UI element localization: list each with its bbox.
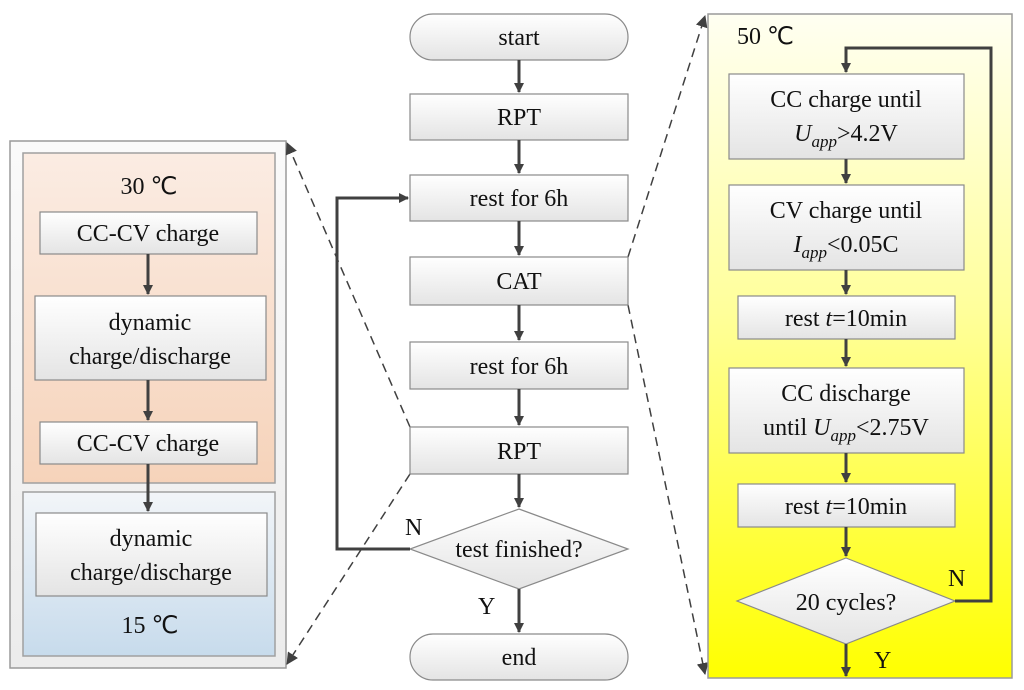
rpt-label-1: RPT — [497, 105, 541, 131]
rest-label-2: rest for 6h — [470, 354, 569, 380]
cycles-decision-label: 20 cycles? — [796, 590, 897, 616]
rpt-box-2 — [409, 426, 629, 475]
right-step-rest-2 — [737, 483, 956, 528]
sub-app-3: app — [830, 426, 856, 445]
var-i: I — [792, 232, 802, 258]
dashed-arrow-to-right-bottom — [627, 304, 709, 675]
left-temp-15c: 15 ℃ — [122, 613, 179, 639]
cycles-loop-arrow — [841, 46, 993, 603]
right-temp-50c: 50 ℃ — [737, 24, 794, 50]
right-step-cv-charge — [728, 184, 965, 271]
right-no-label: N — [948, 566, 965, 592]
sub-app-2: app — [801, 243, 827, 262]
rpt-label-2: RPT — [497, 439, 541, 465]
left-step-cccv-charge-1-label: CC-CV charge — [77, 221, 219, 247]
main-no-label: N — [405, 515, 422, 541]
left-panel: 30 ℃ CC-CV charge dynamic charge/dischar… — [9, 140, 287, 669]
right-step-cv-charge-line1: CV charge until — [770, 198, 923, 224]
dashed-connectors — [285, 15, 709, 675]
left-step-dynamic-2-line2: charge/discharge — [70, 560, 232, 586]
rest-gt-4-2v: >4.2V — [837, 121, 899, 147]
left-step-dynamic-1-line1: dynamic — [109, 310, 192, 336]
left-step-dynamic-2-line1: dynamic — [110, 526, 193, 552]
right-panel: 50 ℃ CC charge until Uapp>4.2V CV charge… — [707, 13, 1013, 679]
rest-box-1 — [409, 174, 629, 222]
start-label: start — [498, 25, 540, 51]
dashed-arrow-to-left-top — [285, 142, 411, 428]
rest-prefix-1: rest — [785, 306, 826, 332]
main-flow: start RPT rest for 6h CAT rest for 6h RP… — [335, 13, 630, 681]
var-t-2: t — [826, 494, 834, 520]
left-step-dynamic-1 — [34, 295, 267, 381]
rest-prefix-2: rest — [785, 494, 826, 520]
var-t-1: t — [826, 306, 834, 332]
right-step-cc-discharge-line2: until Uapp<2.75V — [763, 415, 929, 445]
rest-label-1: rest for 6h — [470, 186, 569, 212]
rest-lt-0-05c: <0.05C — [827, 232, 899, 258]
rest-10min-2: =10min — [832, 494, 907, 520]
right-yes-label: Y — [874, 648, 891, 674]
right-step-cc-discharge — [728, 367, 965, 454]
right-step-rest-1-label: rest t=10min — [785, 306, 907, 332]
left-step-cccv-charge-2-label: CC-CV charge — [77, 431, 219, 457]
end-label: end — [502, 645, 537, 671]
left-temp-30c: 30 ℃ — [121, 174, 178, 200]
left-step-cccv-charge-2 — [39, 421, 258, 465]
right-step-rest-1 — [737, 295, 956, 340]
sub-app-1: app — [811, 132, 837, 151]
right-step-cv-charge-line2: Iapp<0.05C — [792, 232, 898, 262]
rest-box-2 — [409, 341, 629, 390]
rest-10min-1: =10min — [832, 306, 907, 332]
right-step-cc-charge-line1: CC charge until — [770, 87, 922, 113]
cat-label: CAT — [496, 269, 542, 295]
left-step-dynamic-1-line2: charge/discharge — [69, 344, 231, 370]
right-step-cc-discharge-line1: CC discharge — [781, 381, 911, 407]
cat-box — [409, 256, 629, 306]
right-step-rest-2-label: rest t=10min — [785, 494, 907, 520]
right-step-cc-charge-line2: Uapp>4.2V — [794, 121, 898, 151]
var-u-2: U — [813, 415, 832, 441]
dashed-arrow-to-left-bottom — [286, 473, 411, 665]
end-terminal — [409, 633, 629, 681]
main-yes-label: Y — [478, 594, 495, 620]
test-finished-label: test finished? — [455, 537, 582, 563]
left-step-dynamic-2 — [35, 512, 268, 597]
rest-lt-2-75v: <2.75V — [856, 415, 930, 441]
left-step-cccv-charge-1 — [39, 211, 258, 255]
until-prefix: until — [763, 415, 813, 441]
loop-back-arrow — [335, 193, 410, 551]
var-u-1: U — [794, 121, 813, 147]
dashed-arrow-to-right-top — [627, 15, 708, 258]
right-step-cc-charge — [728, 73, 965, 160]
